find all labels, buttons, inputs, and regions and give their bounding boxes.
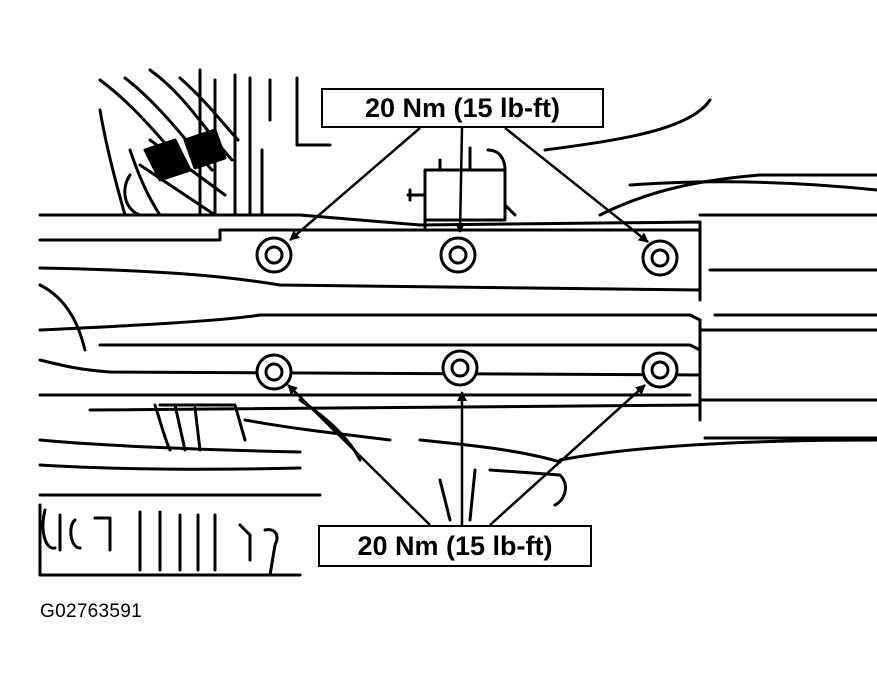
leader-arrow-lower-right	[489, 384, 646, 526]
bracket-lower-rail	[38, 313, 702, 471]
figure-id-label: G02763591	[40, 601, 143, 622]
leader-arrow-upper-right	[504, 127, 649, 243]
lower-mount	[38, 398, 567, 577]
leader-arrow-upper-left	[289, 127, 421, 241]
hose-assembly	[98, 68, 332, 217]
bolt-lower-center	[441, 349, 479, 387]
sensor-connector	[406, 146, 517, 232]
leader-arrow-lower-left	[287, 384, 431, 526]
bolt-upper-center	[439, 236, 477, 274]
torque-callout-top: 20 Nm (15 lb-ft)	[321, 88, 604, 128]
hose-clamp	[143, 128, 227, 182]
bolt-lower-left	[255, 353, 293, 391]
leader-arrow-upper-center	[455, 127, 466, 233]
torque-callout-bottom: 20 Nm (15 lb-ft)	[318, 525, 592, 567]
background-structure	[543, 98, 877, 462]
bracket-upper-rail	[38, 213, 702, 352]
bolt-upper-right	[641, 239, 679, 277]
bolt-upper-left	[255, 236, 293, 274]
bolt-lower-right	[641, 351, 679, 389]
